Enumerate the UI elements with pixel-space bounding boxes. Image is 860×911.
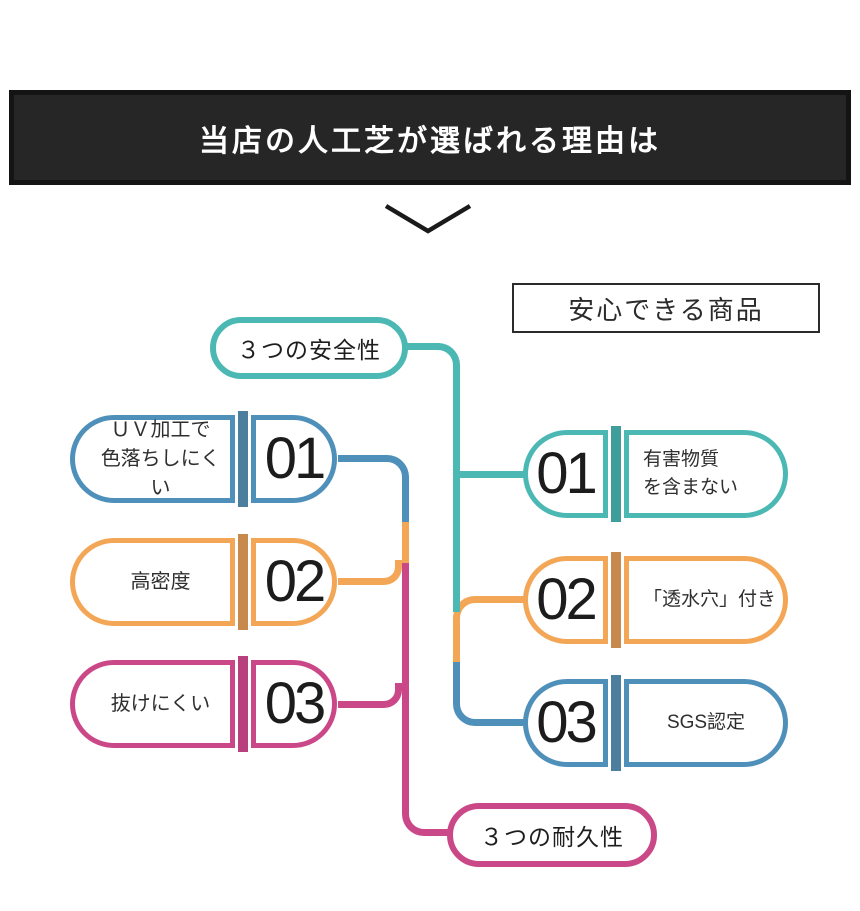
connector-right-02 bbox=[485, 596, 525, 603]
feature-number-box: 02 bbox=[251, 538, 337, 626]
connector-elbow-right-02 bbox=[453, 596, 489, 634]
feature-number-box: 03 bbox=[251, 660, 337, 748]
safety-group-pill: ３つの安全性 bbox=[210, 317, 408, 379]
connector-trunk-blue-right bbox=[453, 662, 460, 690]
feature-pill-no-harmful: 01 有害物質 を含まない bbox=[523, 426, 788, 522]
feature-label: 高密度 bbox=[130, 570, 191, 593]
connector-elbow-durability bbox=[402, 798, 440, 836]
connector-trunk-orange bbox=[402, 522, 409, 563]
feature-label: 抜けにくい bbox=[110, 692, 211, 715]
chevron-down-icon bbox=[384, 204, 472, 234]
connector-right-01 bbox=[458, 471, 525, 478]
divider-bar bbox=[238, 656, 248, 752]
connector-left-03 bbox=[338, 701, 378, 708]
connector-left-02 bbox=[338, 578, 378, 585]
connector-trunk-teal bbox=[453, 387, 460, 612]
feature-label-box: SGS認定 bbox=[624, 679, 788, 767]
connector-elbow-left-03 bbox=[367, 683, 402, 708]
connector-left-01 bbox=[338, 455, 388, 462]
feature-label-box: 抜けにくい bbox=[70, 660, 235, 748]
safety-group-label: ３つの安全性 bbox=[237, 337, 381, 363]
feature-label: 「透水穴」付き bbox=[643, 589, 777, 611]
feature-pill-drain-holes: 02 「透水穴」付き bbox=[523, 552, 788, 648]
feature-label: ＵＶ加工で 色落ちしにくい bbox=[100, 418, 221, 499]
feature-number: 02 bbox=[264, 549, 326, 614]
durability-group-pill: ３つの耐久性 bbox=[447, 803, 657, 867]
connector-safety-out bbox=[406, 343, 440, 350]
connector-right-03 bbox=[485, 719, 525, 726]
feature-label: SGS認定 bbox=[666, 712, 746, 734]
feature-pill-density: 高密度 02 bbox=[70, 534, 337, 630]
feature-number: 03 bbox=[536, 690, 597, 755]
durability-group-label: ３つの耐久性 bbox=[480, 824, 624, 850]
feature-pill-no-shedding: 抜けにくい 03 bbox=[70, 656, 337, 752]
feature-label-box: ＵＶ加工で 色落ちしにくい bbox=[70, 415, 235, 503]
intro-title: 安心できる商品 bbox=[568, 294, 764, 325]
connector-elbow-left-01 bbox=[386, 455, 409, 501]
connector-elbow-safety bbox=[436, 343, 460, 389]
feature-label-box: 有害物質 を含まない bbox=[624, 430, 788, 518]
feature-number: 02 bbox=[536, 567, 597, 632]
feature-label-box: 「透水穴」付き bbox=[624, 556, 788, 644]
feature-number-box: 02 bbox=[523, 556, 608, 644]
divider-bar bbox=[238, 411, 248, 507]
connector-durability bbox=[434, 829, 450, 836]
connector-trunk-pink bbox=[402, 563, 409, 800]
divider-bar bbox=[611, 675, 621, 771]
connector-trunk-orange-right bbox=[453, 632, 460, 662]
feature-pill-sgs: 03 SGS認定 bbox=[523, 675, 788, 771]
connector-elbow-right-03 bbox=[453, 688, 489, 726]
banner-title: 当店の人工芝が選ばれる理由は bbox=[199, 124, 661, 158]
feature-number-box: 03 bbox=[523, 679, 608, 767]
feature-pill-uv: ＵＶ加工で 色落ちしにくい 01 bbox=[70, 411, 337, 507]
feature-number: 01 bbox=[264, 426, 326, 491]
feature-label-box: 高密度 bbox=[70, 538, 235, 626]
divider-bar bbox=[611, 426, 621, 522]
intro-title-box: 安心できる商品 bbox=[512, 283, 820, 333]
feature-label: 有害物質 を含まない bbox=[643, 449, 739, 498]
feature-number: 03 bbox=[264, 671, 326, 736]
header-banner: 当店の人工芝が選ばれる理由は bbox=[9, 90, 851, 185]
divider-bar bbox=[238, 534, 248, 630]
connector-elbow-left-02 bbox=[367, 560, 402, 585]
feature-number: 01 bbox=[536, 441, 597, 506]
feature-number-box: 01 bbox=[523, 430, 608, 518]
feature-number-box: 01 bbox=[251, 415, 337, 503]
connector-trunk-blue bbox=[402, 499, 409, 522]
divider-bar bbox=[611, 552, 621, 648]
